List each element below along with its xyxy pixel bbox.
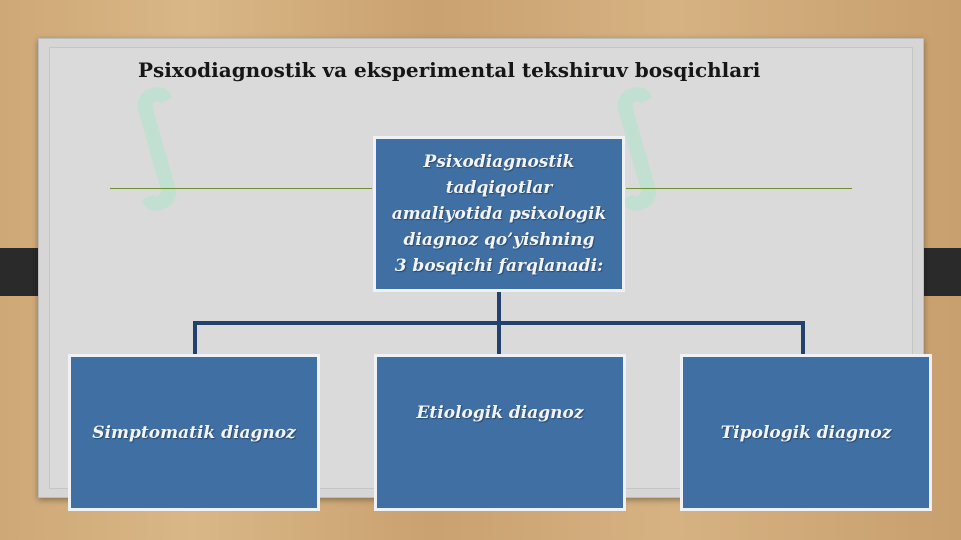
connector-to-child-1 [193, 321, 197, 354]
child-node-label: Etiologik diagnoz [416, 403, 584, 423]
connector-root-stem [497, 292, 501, 324]
decorative-line-right [626, 188, 852, 189]
child-node-tipologik: Tipologik diagnoz [680, 354, 932, 511]
slide-title: Psixodiagnostik va eksperimental tekshir… [138, 58, 761, 82]
connector-to-child-2 [497, 321, 501, 354]
child-node-label: Tipologik diagnoz [720, 422, 892, 443]
root-node: Psixodiagnostik tadqiqotlar amaliyotida … [373, 136, 625, 292]
connector-to-child-3 [801, 321, 805, 354]
child-node-label: Simptomatik diagnoz [92, 422, 296, 443]
child-node-simptomatik: Simptomatik diagnoz [68, 354, 320, 511]
root-node-label: Psixodiagnostik tadqiqotlar amaliyotida … [391, 152, 607, 276]
decorative-line-left [110, 188, 372, 189]
child-node-etiologik: Etiologik diagnoz [374, 354, 626, 511]
